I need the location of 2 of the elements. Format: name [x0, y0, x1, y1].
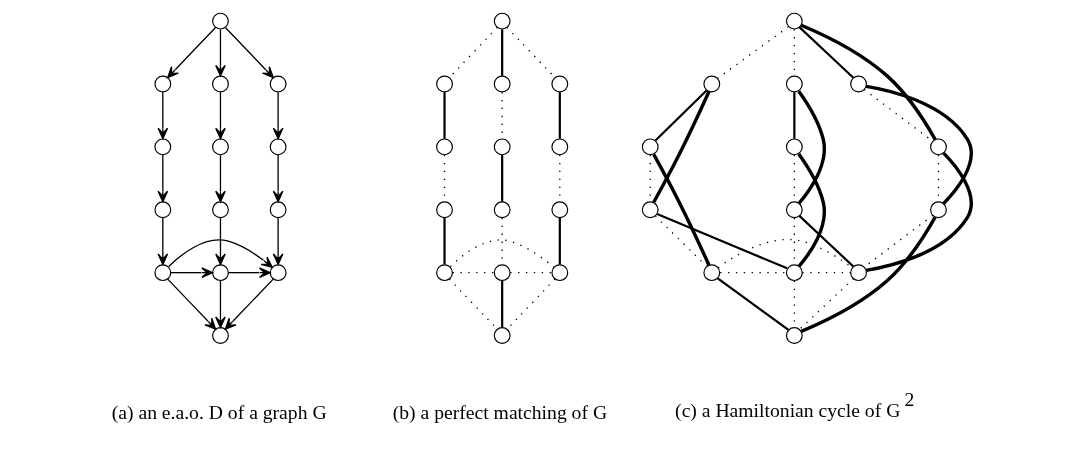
label: (b) a perfect matching of G	[392, 400, 607, 423]
label: (a) an e.a.o. D of a graph G	[111, 400, 327, 423]
